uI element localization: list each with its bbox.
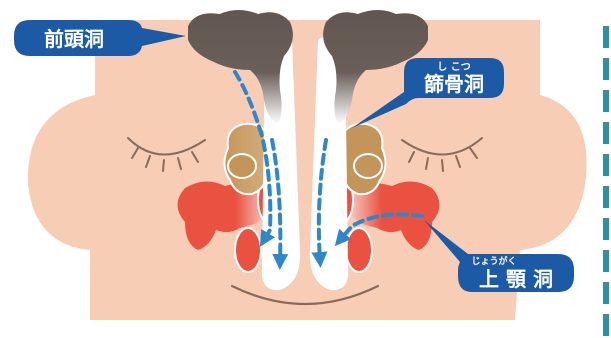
ethmoid-sinus-label: 篩骨洞 <box>424 72 484 96</box>
frontal-sinus-label: 前頭洞 <box>44 27 104 51</box>
side-bars <box>603 26 609 336</box>
maxillary-sinus-label: 上 顎 洞 <box>479 267 553 291</box>
maxillary-sinus-ruby: じょうがく <box>471 255 516 267</box>
